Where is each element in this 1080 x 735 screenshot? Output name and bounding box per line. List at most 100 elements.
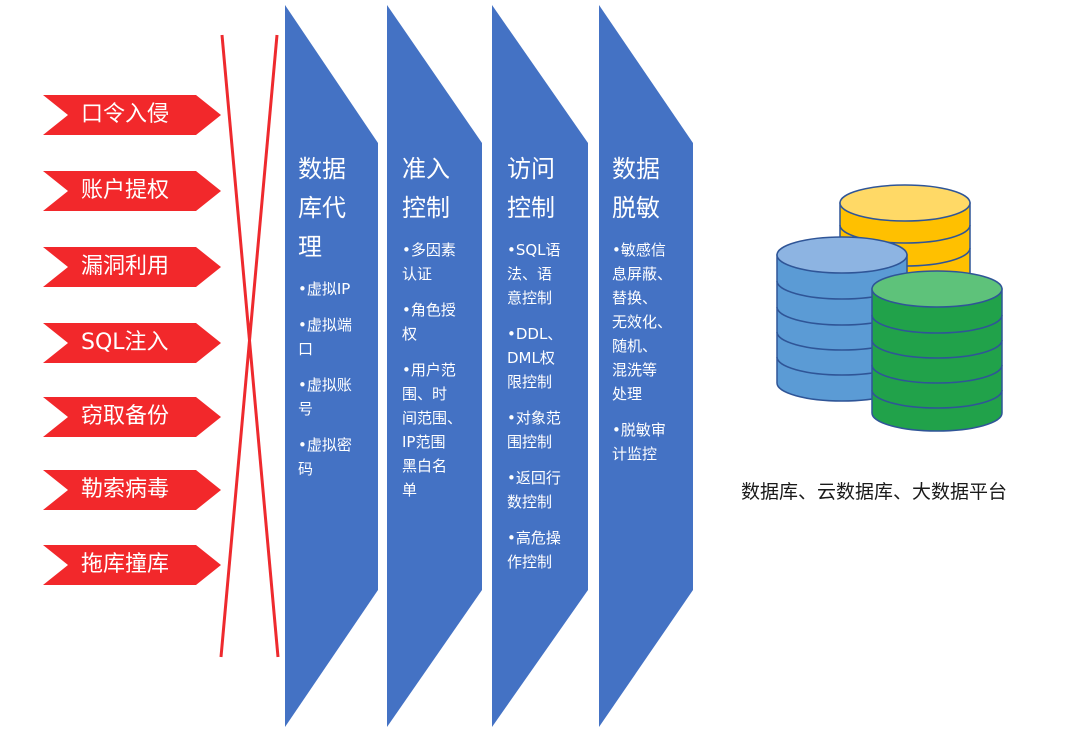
threat-label: 账户提权: [81, 178, 170, 203]
column-item: •虚拟IP: [298, 277, 378, 301]
column-item-line: •虚拟密: [298, 436, 352, 454]
column-item-line: 号: [298, 400, 314, 418]
threat-item: SQL注入: [43, 323, 223, 363]
column-item-line: •虚拟账: [298, 376, 352, 394]
threat-label: 拖库撞库: [81, 552, 170, 577]
column-db-proxy: 数据库代理 •虚拟IP •虚拟端口 •虚拟账号 •虚拟密码: [298, 150, 378, 493]
column-item-line: IP范围: [402, 433, 446, 451]
column-item-line: 计监控: [612, 445, 658, 463]
column-item-line: 码: [298, 460, 314, 478]
column-item-line: •虚拟端: [298, 316, 352, 334]
column-item-line: 限控制: [507, 373, 553, 391]
column-item-line: 权: [402, 325, 418, 343]
threat-label: 口令入侵: [81, 102, 170, 127]
column-item: •虚拟端口: [298, 313, 378, 361]
column-item: •返回行数控制: [507, 466, 587, 514]
column-title-line: 访问: [507, 155, 555, 183]
column-item-line: •角色授: [402, 301, 456, 319]
threat-item: 账户提权: [43, 171, 223, 211]
column-title: 数据脱敏: [612, 150, 694, 228]
column-item-line: 围控制: [507, 433, 553, 451]
column-item-line: •用户范: [402, 361, 456, 379]
column-item: •脱敏审计监控: [612, 418, 694, 466]
threat-arrow: [43, 323, 221, 363]
column-item-line: 数控制: [507, 493, 553, 511]
threat-arrow: [43, 171, 221, 211]
column-title: 准入控制: [402, 150, 482, 228]
column-item-line: DML权: [507, 349, 555, 367]
threat-item: 口令入侵: [43, 95, 223, 135]
column-item-line: 替换、: [612, 289, 658, 307]
column-item-line: •DDL、: [507, 325, 563, 343]
column-item-line: 间范围、: [402, 409, 463, 427]
column-item: •敏感信息屏蔽、替换、无效化、随机、混洗等处理: [612, 238, 694, 406]
column-title-line: 脱敏: [612, 194, 660, 222]
column-item-line: 无效化、: [612, 313, 673, 331]
column-item-line: 法、语: [507, 265, 553, 283]
column-title-line: 理: [298, 233, 322, 261]
threat-label: 勒索病毒: [81, 477, 170, 502]
platform-caption: 数据库、云数据库、大数据平台: [741, 481, 1008, 503]
column-title-line: 控制: [402, 194, 450, 222]
column-title-line: 数据: [298, 155, 346, 183]
column-item-line: •对象范: [507, 409, 561, 427]
threat-item: 勒索病毒: [43, 470, 223, 510]
chevron-access-control: [492, 5, 588, 727]
threat-arrow: [43, 397, 221, 437]
column-access-admission: 准入控制 •多因素认证 •角色授权 •用户范围、时间范围、 IP范围黑白名单: [402, 150, 482, 514]
threat-label: SQL注入: [81, 330, 169, 355]
column-item: •角色授权: [402, 298, 482, 346]
threat-arrow: [43, 545, 221, 585]
column-title-line: 数据: [612, 155, 660, 183]
threat-arrow: [43, 95, 221, 135]
threat-arrow: [43, 247, 221, 287]
column-item: •高危操作控制: [507, 526, 587, 574]
column-item-line: •多因素: [402, 241, 456, 259]
column-item: •虚拟密码: [298, 433, 378, 481]
column-item-line: •SQL语: [507, 241, 561, 259]
column-item-line: 混洗等: [612, 361, 658, 379]
column-item: •SQL语法、语意控制: [507, 238, 587, 310]
threat-item: 漏洞利用: [43, 247, 223, 287]
column-title-line: 准入: [402, 155, 450, 183]
column-title-line: 库代: [298, 194, 346, 222]
blocked-cross-icon: [219, 34, 280, 658]
column-title: 访问控制: [507, 150, 587, 228]
column-item-line: 单: [402, 481, 418, 499]
column-access-control: 访问控制 •SQL语法、语意控制 •DDL、 DML权限控制 •对象范围控制 •返回行数控…: [507, 150, 587, 586]
column-item: •DDL、 DML权限控制: [507, 322, 587, 394]
chevron-access-admission: [387, 5, 482, 727]
defense-chevrons: [285, 5, 693, 727]
column-item-line: •脱敏审: [612, 421, 666, 439]
database-stack-icon: [776, 184, 1003, 432]
column-title: 数据库代理: [298, 150, 378, 267]
column-item-line: •高危操: [507, 529, 561, 547]
chevron-db-proxy: [285, 5, 378, 727]
column-item: •对象范围控制: [507, 406, 587, 454]
column-item: •用户范围、时间范围、 IP范围黑白名单: [402, 358, 482, 502]
column-item-line: 随机、: [612, 337, 658, 355]
column-item-line: 认证: [402, 265, 433, 283]
threat-label: 漏洞利用: [81, 254, 170, 279]
column-item: •虚拟账号: [298, 373, 378, 421]
column-item-line: 息屏蔽、: [612, 265, 673, 283]
chevron-data-masking: [599, 5, 693, 727]
column-item-line: 处理: [612, 385, 643, 403]
threat-item: 拖库撞库: [43, 545, 223, 585]
column-item-line: 意控制: [507, 289, 553, 307]
threat-label: 窃取备份: [81, 404, 170, 429]
column-item-line: •返回行: [507, 469, 561, 487]
database-green-icon: [871, 270, 1003, 432]
column-item-line: 作控制: [507, 553, 553, 571]
column-item-line: 围、时: [402, 385, 448, 403]
threat-arrow: [43, 470, 221, 510]
column-item-line: 黑白名: [402, 457, 448, 475]
column-item-line: •虚拟IP: [298, 280, 351, 298]
column-title-line: 控制: [507, 194, 555, 222]
column-item-line: 口: [298, 340, 314, 358]
threat-item: 窃取备份: [43, 397, 223, 437]
column-item: •多因素认证: [402, 238, 482, 286]
column-item-line: •敏感信: [612, 241, 666, 259]
threat-arrows: [43, 95, 221, 585]
